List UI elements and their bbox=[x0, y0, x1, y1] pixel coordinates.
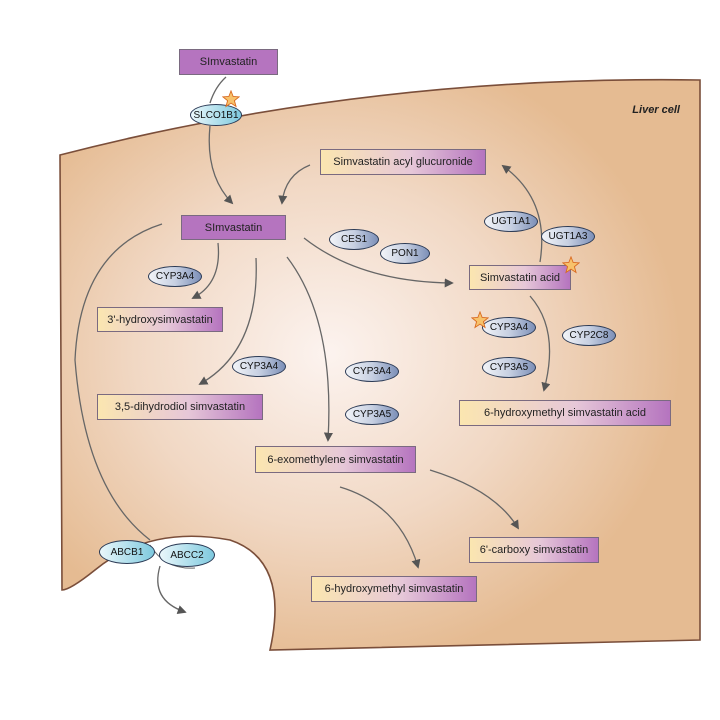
transporter-abcb1: ABCB1 bbox=[99, 540, 155, 564]
enzyme-ces1: CES1 bbox=[329, 229, 379, 250]
enzyme-ugt1a1: UGT1A1 bbox=[484, 211, 538, 232]
enzyme-cyp3a4-right: CYP3A4 bbox=[482, 317, 536, 338]
hydroxy-3-box: 3'-hydroxysimvastatin bbox=[97, 307, 223, 332]
enzyme-cyp2c8: CYP2C8 bbox=[562, 325, 616, 346]
dihydrodiol-box: 3,5-dihydrodiol simvastatin bbox=[97, 394, 263, 420]
arrow-efflux-path bbox=[74, 223, 163, 541]
arrow-to-3-hydroxy bbox=[191, 242, 220, 299]
variant-star-icon-acid bbox=[562, 256, 580, 274]
enzyme-cyp3a4-left: CYP3A4 bbox=[148, 266, 202, 287]
enzyme-cyp3a5-right: CYP3A5 bbox=[482, 357, 536, 378]
arrow-to-hydroxymethyl bbox=[339, 486, 421, 569]
variant-star-icon-slco1b1 bbox=[222, 90, 240, 108]
arrow-to-exomethylene bbox=[286, 256, 333, 442]
arrow-glucuronide-to-simvastatin bbox=[278, 164, 311, 205]
arrow-to-hydroxymethyl-acid bbox=[529, 295, 551, 392]
transporter-abcc2: ABCC2 bbox=[159, 543, 215, 567]
enzyme-pon1: PON1 bbox=[380, 243, 430, 264]
simvastatin-intracellular-box: SImvastatin bbox=[181, 215, 286, 240]
arrow-to-acid bbox=[303, 237, 454, 288]
transporter-slco1b1: SLCO1B1 bbox=[190, 104, 242, 126]
carboxy-box: 6'-carboxy simvastatin bbox=[469, 537, 599, 563]
simvastatin-extracellular-box: SImvastatin bbox=[179, 49, 278, 75]
acyl-glucuronide-box: Simvastatin acyl glucuronide bbox=[320, 149, 486, 175]
enzyme-cyp3a4-middle: CYP3A4 bbox=[232, 356, 286, 377]
liver-cell-label: Liver cell bbox=[632, 104, 680, 116]
exomethylene-box: 6-exomethylene simvastatin bbox=[255, 446, 416, 473]
enzyme-cyp3a5-center: CYP3A5 bbox=[345, 404, 399, 425]
arrow-to-carboxy bbox=[429, 469, 519, 530]
variant-star-icon-cyp3a4 bbox=[471, 311, 489, 329]
arrow-uptake-top bbox=[209, 76, 227, 104]
hydroxymethyl-box: 6-hydroxymethyl simvastatin bbox=[311, 576, 477, 602]
hydroxymethyl-acid-box: 6-hydroxymethyl simvastatin acid bbox=[459, 400, 671, 426]
enzyme-cyp3a4-center: CYP3A4 bbox=[345, 361, 399, 382]
arrow-to-glucuronide bbox=[501, 164, 543, 263]
enzyme-ugt1a3: UGT1A3 bbox=[541, 226, 595, 247]
arrow-uptake-into-cell bbox=[208, 125, 234, 205]
arrow-efflux-out bbox=[157, 565, 187, 614]
arrow-to-dihydrodiol bbox=[198, 257, 257, 385]
simvastatin-acid-box: Simvastatin acid bbox=[469, 265, 571, 290]
